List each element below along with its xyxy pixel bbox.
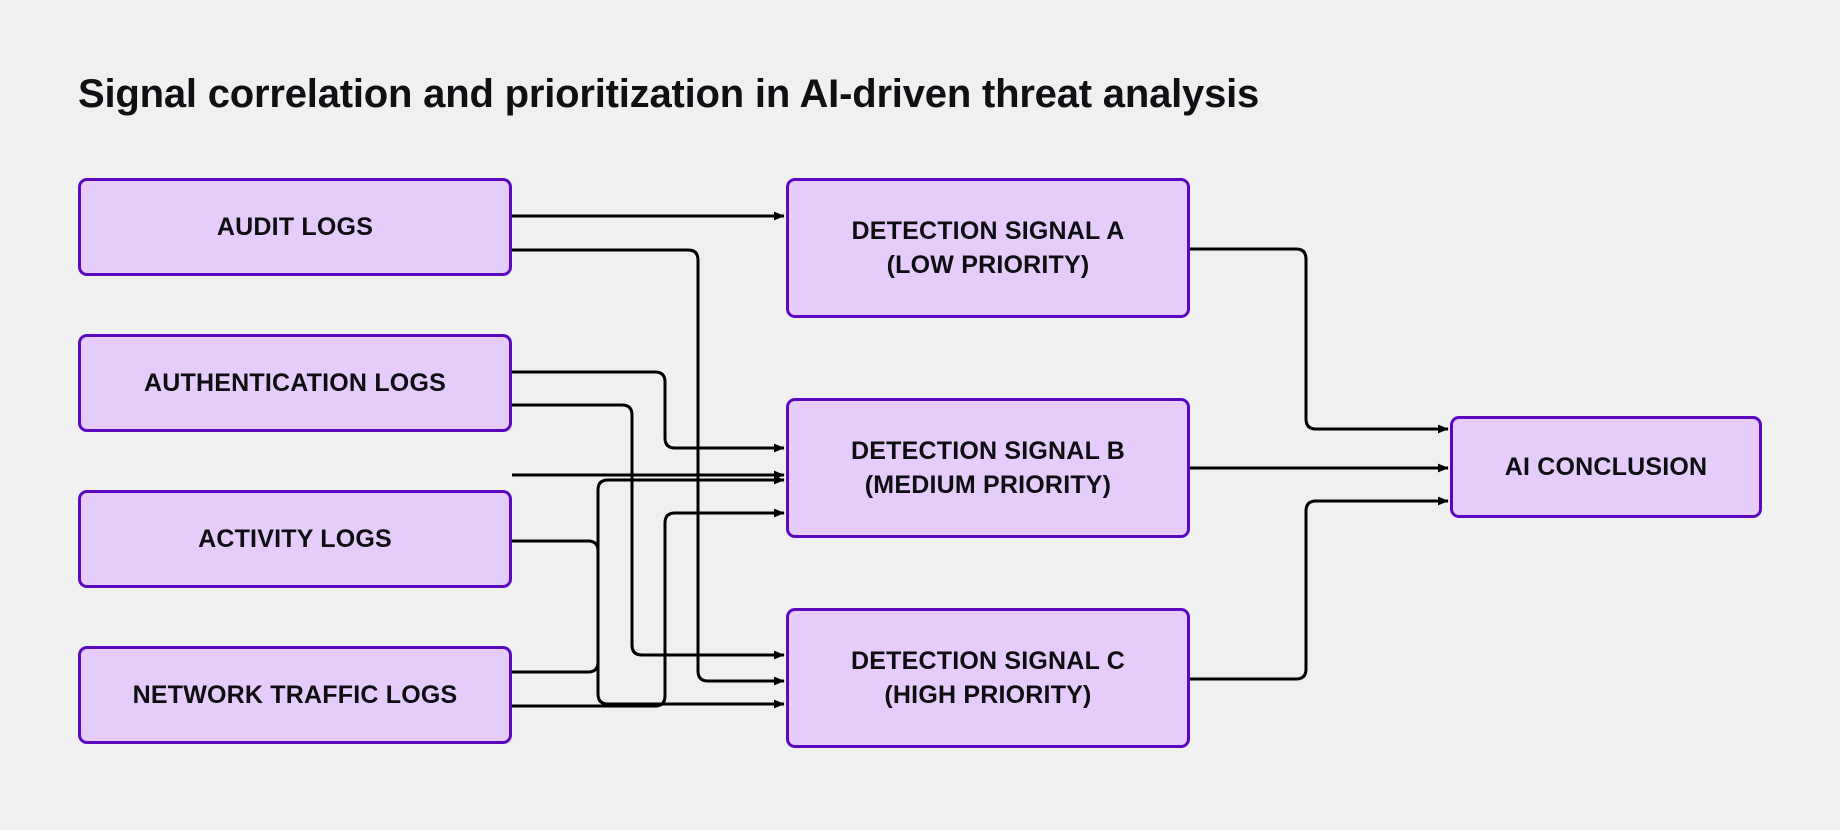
edge-audit-logs-to-detection-signal-c (512, 248, 785, 686)
node-detection-signal-a[interactable]: DETECTION SIGNAL A (LOW PRIORITY) (786, 178, 1190, 318)
node-ai-conclusion[interactable]: AI CONCLUSION (1450, 416, 1762, 518)
node-label-line2: (HIGH PRIORITY) (884, 681, 1092, 709)
edge-authentication-logs-to-detection-signal-c (512, 403, 785, 660)
node-label-line2: (LOW PRIORITY) (886, 251, 1090, 279)
node-label: AUTHENTICATION LOGS (144, 368, 446, 397)
edge-network-traffic-logs-to-detection-signal-b-1 (512, 475, 785, 674)
node-detection-signal-c[interactable]: DETECTION SIGNAL C (HIGH PRIORITY) (786, 608, 1190, 748)
page-title: Signal correlation and prioritization in… (78, 72, 1260, 116)
edge-detection-signal-a-to-ai-conclusion (1190, 247, 1449, 434)
node-label-line1: DETECTION SIGNAL A (851, 216, 1125, 245)
node-activity-logs[interactable]: ACTIVITY LOGS (78, 490, 512, 588)
node-label-line1: DETECTION SIGNAL B (851, 436, 1125, 465)
node-detection-signal-b[interactable]: DETECTION SIGNAL B (MEDIUM PRIORITY) (786, 398, 1190, 538)
edge-detection-signal-c-to-ai-conclusion (1190, 496, 1449, 681)
node-label: NETWORK TRAFFIC LOGS (132, 680, 458, 709)
edge-network-traffic-logs-to-detection-signal-b-2 (512, 508, 785, 708)
node-network-traffic-logs[interactable]: NETWORK TRAFFIC LOGS (78, 646, 512, 744)
edge-authentication-logs-to-detection-signal-b (512, 370, 785, 453)
node-label-line2: (MEDIUM PRIORITY) (864, 471, 1112, 499)
node-authentication-logs[interactable]: AUTHENTICATION LOGS (78, 334, 512, 432)
node-label: AI CONCLUSION (1504, 452, 1708, 481)
node-audit-logs[interactable]: AUDIT LOGS (78, 178, 512, 276)
node-label: ACTIVITY LOGS (198, 524, 392, 553)
node-label: AUDIT LOGS (216, 212, 374, 241)
node-label-line1: DETECTION SIGNAL C (851, 646, 1125, 675)
